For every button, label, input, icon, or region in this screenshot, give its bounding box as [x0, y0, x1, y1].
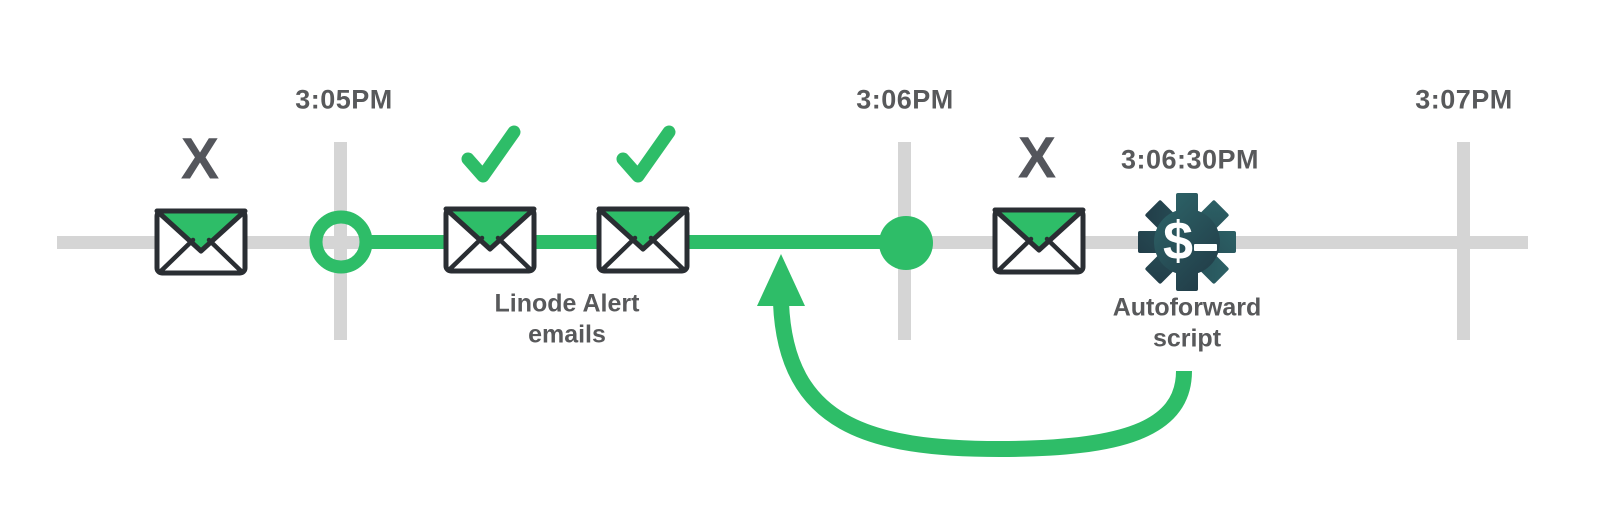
envelope-icon	[154, 208, 248, 276]
curved-arrow-icon	[757, 254, 1192, 458]
envelope-icon	[443, 206, 537, 274]
checkmark-icon	[616, 125, 676, 183]
blocked-x-icon: X	[180, 126, 220, 192]
tick-label-3-05: 3:05PM	[295, 84, 393, 115]
tick-label-3-07: 3:07PM	[1415, 84, 1513, 115]
tick-label-3-06: 3:06PM	[856, 84, 954, 115]
tick-3-05	[334, 142, 347, 340]
open-circle-marker	[309, 210, 373, 274]
autoforward-script-caption: Autoforward script	[1112, 293, 1262, 353]
gear-terminal-icon: $	[1138, 193, 1236, 291]
checkmark-icon	[461, 125, 521, 183]
prompt-dash	[1194, 244, 1217, 251]
dollar-glyph: $	[1163, 211, 1193, 271]
alert-emails-caption: Linode Alert emails	[494, 289, 640, 349]
blocked-x-icon: X	[1017, 125, 1057, 191]
filled-circle-marker	[879, 216, 933, 270]
envelope-icon	[596, 206, 690, 274]
tick-3-07	[1457, 142, 1470, 340]
envelope-icon	[992, 207, 1086, 275]
script-time-label: 3:06:30PM	[1120, 144, 1260, 175]
